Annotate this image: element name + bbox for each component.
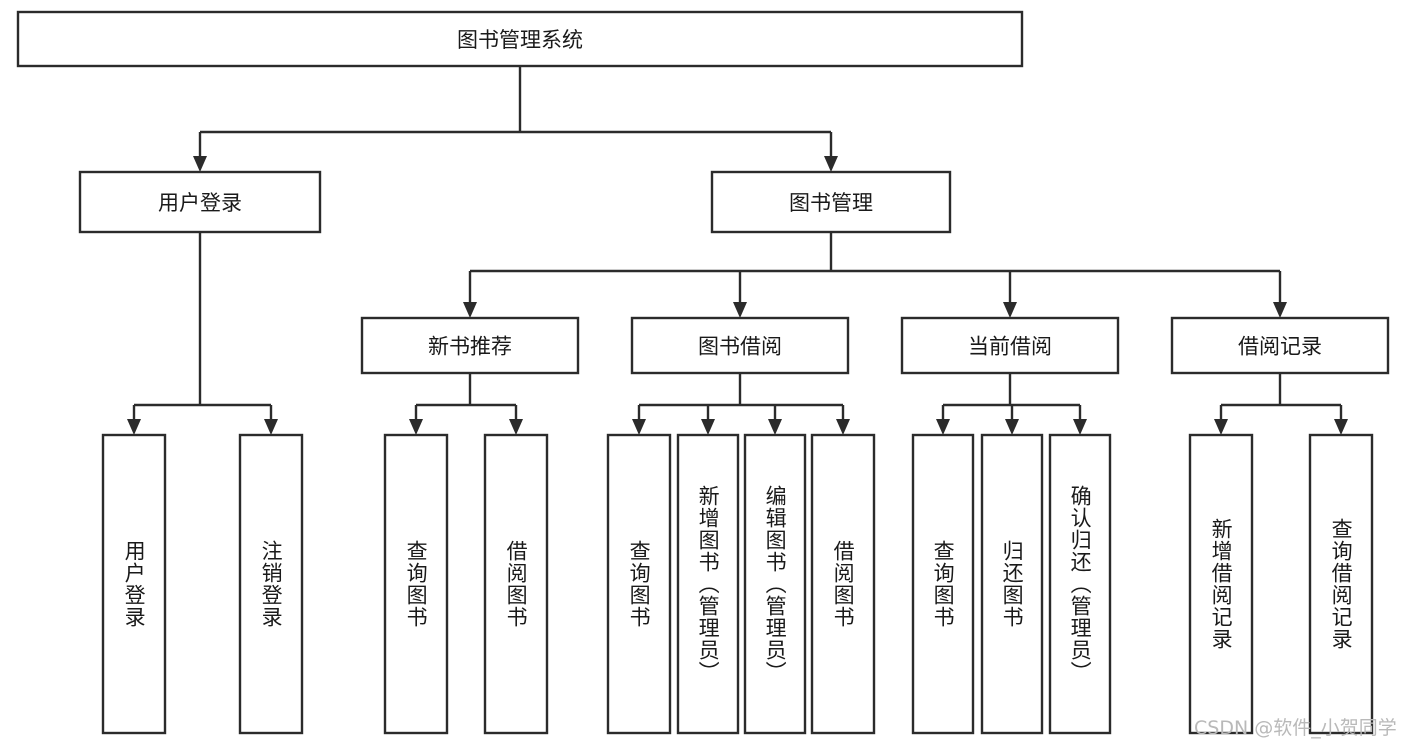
arrow-head-icon (701, 419, 715, 435)
node-box-leaf-borrow-book-1[interactable] (483, 433, 549, 735)
arrow-head-icon (463, 302, 477, 318)
arrow-head-icon (509, 419, 523, 435)
node-box-bookmgmt[interactable] (710, 170, 952, 234)
arrow-head-icon (1273, 302, 1287, 318)
node-box-records[interactable] (1170, 316, 1390, 375)
node-box-current[interactable] (900, 316, 1120, 375)
node-box-leaf-return-book[interactable] (980, 433, 1044, 735)
node-label-borrow: 图书借阅 (698, 335, 782, 359)
node-label-newbook: 新书推荐 (428, 335, 512, 359)
node-box-leaf-add-record[interactable] (1188, 433, 1254, 735)
node-box-leaf-edit-book[interactable] (743, 433, 807, 735)
node-box-leaf-query-book-3[interactable] (911, 433, 975, 735)
node-box-leaf-query-book-2[interactable] (606, 433, 672, 735)
edge-group-records (1214, 373, 1348, 435)
arrow-head-icon (409, 419, 423, 435)
arrow-head-icon (936, 419, 950, 435)
node-label-bookmgmt: 图书管理 (789, 191, 873, 215)
node-box-newbook[interactable] (360, 316, 580, 375)
edge-group-current (936, 373, 1087, 435)
arrow-head-icon (127, 419, 141, 435)
arrow-head-icon (733, 302, 747, 318)
arrow-head-icon (1073, 419, 1087, 435)
node-label-root: 图书管理系统 (457, 28, 583, 52)
edge-group-bookmgmt (463, 232, 1287, 318)
arrow-head-icon (193, 156, 207, 172)
arrow-head-icon (1005, 419, 1019, 435)
arrow-head-icon (1003, 302, 1017, 318)
node-box-leaf-borrow-book-2[interactable] (810, 433, 876, 735)
arrow-head-icon (1334, 419, 1348, 435)
arrow-head-icon (824, 156, 838, 172)
edge-layer (127, 66, 1348, 435)
arrow-head-icon (836, 419, 850, 435)
arrow-head-icon (264, 419, 278, 435)
node-box-leaf-query-record[interactable] (1308, 433, 1374, 735)
node-label-current: 当前借阅 (968, 335, 1052, 359)
node-label-login: 用户登录 (158, 191, 242, 215)
node-box-leaf-user-login[interactable] (101, 433, 167, 735)
node-box-leaf-add-book[interactable] (676, 433, 740, 735)
csdn-watermark: CSDN @软件_小贺同学 (1194, 717, 1397, 739)
node-box-root[interactable] (16, 10, 1024, 68)
node-box-leaf-logout[interactable] (238, 433, 304, 735)
node-box-leaf-confirm-return[interactable] (1048, 433, 1112, 735)
node-box-borrow[interactable] (630, 316, 850, 375)
node-label-records: 借阅记录 (1238, 335, 1322, 359)
node-box-leaf-query-book-1[interactable] (383, 433, 449, 735)
arrow-head-icon (768, 419, 782, 435)
edge-group-login (127, 232, 278, 435)
arrow-head-icon (632, 419, 646, 435)
arrow-head-icon (1214, 419, 1228, 435)
edge-group-newbook (409, 373, 523, 435)
edge-group-root (193, 66, 838, 172)
node-box-login[interactable] (78, 170, 322, 234)
edge-group-borrow (632, 373, 850, 435)
